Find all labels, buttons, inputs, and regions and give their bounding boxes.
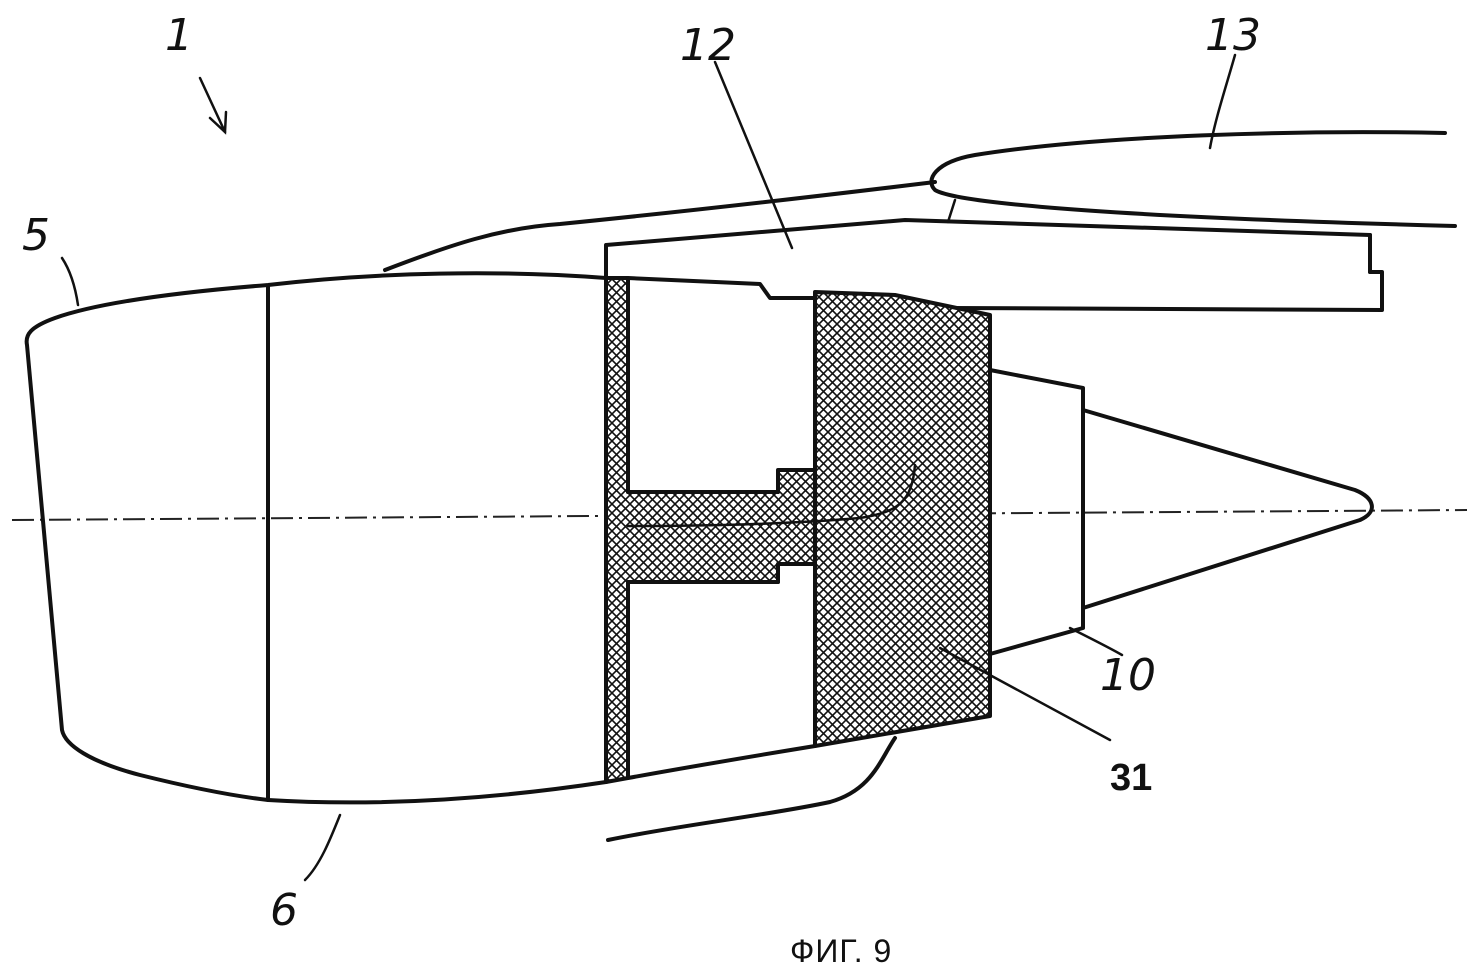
figure-caption: ФИГ. 9 [790,933,892,969]
leader-arrow-1-head [208,110,228,135]
label-ref-10: 10 [1100,650,1156,701]
pylon-fairing-line [383,180,937,272]
label-ref-1: 1 [165,10,193,61]
exhaust-cone [1081,408,1374,610]
lower-nacelle-line [626,744,817,780]
leader-31 [938,646,1112,742]
front-frame-hatched [604,276,817,784]
lower-duct-curve [606,736,897,842]
upper-chamber-outline [626,276,817,300]
wing-pylon-link [946,198,957,224]
core-flow-curve [626,463,917,528]
label-ref-13: 13 [1205,10,1261,61]
center-axis-line [11,509,1467,521]
label-ref-31: 31 [1110,757,1152,799]
leader-10 [1068,626,1124,657]
pylon-outline [604,218,1384,324]
leader-13 [1208,53,1237,150]
leader-6 [303,813,342,882]
label-ref-6: 6 [270,885,298,936]
leader-arrow-1 [198,76,227,134]
leader-5 [60,256,80,307]
exhaust-sleeve [988,368,1085,656]
leader-12 [713,60,794,250]
label-ref-12: 12 [680,20,736,71]
wing-outline [929,130,1457,228]
core-engine-hatched [813,290,992,748]
label-ref-5: 5 [22,210,50,261]
nacelle-outline [24,271,608,805]
